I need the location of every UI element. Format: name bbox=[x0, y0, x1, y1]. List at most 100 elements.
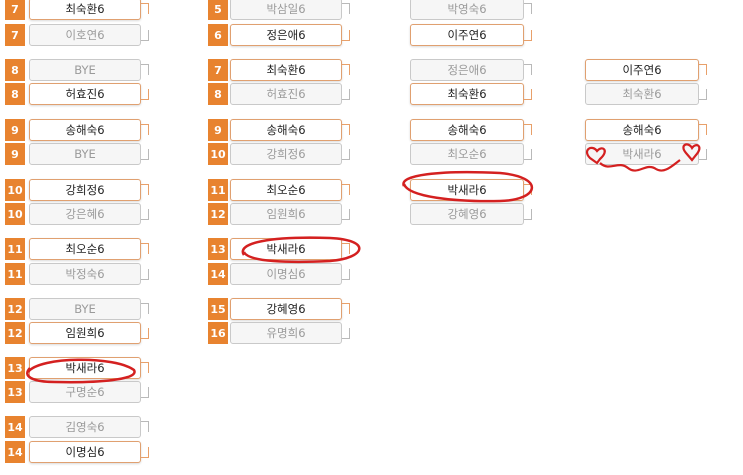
bracket-connector bbox=[699, 89, 707, 100]
bracket-slot[interactable]: 이주연6 bbox=[585, 59, 709, 81]
bracket-connector bbox=[699, 64, 707, 75]
bracket-connector bbox=[141, 124, 149, 135]
bracket-slot[interactable]: 최숙환6 bbox=[585, 83, 709, 105]
player-name[interactable]: 박삼일6 bbox=[230, 0, 342, 20]
seed-number: 11 bbox=[5, 238, 25, 260]
player-name[interactable]: 강은혜6 bbox=[29, 203, 141, 225]
bracket-connector bbox=[524, 149, 532, 160]
player-name[interactable]: 송해숙6 bbox=[29, 119, 141, 141]
player-name[interactable]: 송해숙6 bbox=[585, 119, 699, 141]
bracket-slot[interactable]: 정은애6 bbox=[410, 59, 534, 81]
player-name[interactable]: 강혜영6 bbox=[230, 298, 342, 320]
player-name[interactable]: 유명희6 bbox=[230, 322, 342, 344]
player-name[interactable]: 허효진6 bbox=[29, 83, 141, 105]
player-name[interactable]: 강희정6 bbox=[230, 143, 342, 165]
seed-number: 14 bbox=[208, 263, 228, 285]
bracket-slot[interactable]: 최숙환6 bbox=[410, 83, 534, 105]
bracket-slot[interactable]: 송해숙6 bbox=[585, 119, 709, 141]
player-name[interactable]: 박새라6 bbox=[230, 238, 342, 260]
player-name[interactable]: BYE bbox=[29, 143, 141, 165]
player-name[interactable]: 이명심6 bbox=[29, 441, 141, 463]
player-name[interactable]: 정은애6 bbox=[230, 24, 342, 46]
annotation-circle-r2-park bbox=[241, 236, 361, 264]
player-name[interactable]: BYE bbox=[29, 59, 141, 81]
bracket-connector bbox=[342, 149, 350, 160]
bracket-connector bbox=[141, 30, 149, 41]
bracket-connector bbox=[699, 149, 707, 160]
player-name[interactable]: 최숙환6 bbox=[585, 83, 699, 105]
player-name[interactable]: 최오순6 bbox=[230, 179, 342, 201]
player-name[interactable]: 송해숙6 bbox=[230, 119, 342, 141]
bracket-connector bbox=[342, 328, 350, 339]
player-name[interactable]: 허효진6 bbox=[230, 83, 342, 105]
player-name[interactable]: 이주연6 bbox=[410, 24, 524, 46]
player-name[interactable]: 최오순6 bbox=[410, 143, 524, 165]
seed-number: 12 bbox=[208, 203, 228, 225]
player-name[interactable]: 최숙환6 bbox=[29, 0, 141, 20]
player-name[interactable]: 임원희6 bbox=[230, 203, 342, 225]
bracket-connector bbox=[141, 149, 149, 160]
player-name[interactable]: 임원희6 bbox=[29, 322, 141, 344]
seed-number: 12 bbox=[5, 298, 25, 320]
bracket-connector bbox=[699, 124, 707, 135]
player-name[interactable]: 이호연6 bbox=[29, 24, 141, 46]
bracket-connector bbox=[141, 269, 149, 280]
bracket-connector bbox=[141, 64, 149, 75]
bracket-slot[interactable]: 박영숙6 bbox=[410, 0, 534, 20]
seed-number: 16 bbox=[208, 322, 228, 344]
player-name[interactable]: 이주연6 bbox=[585, 59, 699, 81]
bracket-slot[interactable]: 이주연6 bbox=[410, 24, 534, 46]
player-name[interactable]: BYE bbox=[29, 298, 141, 320]
player-name[interactable]: 박정숙6 bbox=[29, 263, 141, 285]
bracket-slot[interactable]: 송해숙6 bbox=[410, 119, 534, 141]
bracket-slot[interactable]: 박새라6 bbox=[585, 143, 709, 165]
seed-number: 15 bbox=[208, 298, 228, 320]
bracket-connector bbox=[141, 243, 149, 254]
bracket-slot[interactable]: 최오순6 bbox=[410, 143, 534, 165]
player-name[interactable]: 정은애6 bbox=[410, 59, 524, 81]
player-name[interactable]: 최오순6 bbox=[29, 238, 141, 260]
seed-number: 14 bbox=[5, 441, 25, 463]
player-name[interactable]: 송해숙6 bbox=[410, 119, 524, 141]
player-name[interactable]: 최숙환6 bbox=[230, 59, 342, 81]
player-name[interactable]: 이명심6 bbox=[230, 263, 342, 285]
player-name[interactable]: 강희정6 bbox=[29, 179, 141, 201]
player-name[interactable]: 박영숙6 bbox=[410, 0, 524, 20]
player-name[interactable]: 박새라6 bbox=[29, 357, 141, 379]
player-name[interactable]: 강혜영6 bbox=[410, 203, 524, 225]
seed-number: 7 bbox=[5, 0, 25, 20]
bracket-connector bbox=[141, 303, 149, 314]
player-name[interactable]: 박새라6 bbox=[585, 143, 699, 165]
bracket-slot[interactable]: 강혜영6 bbox=[410, 203, 534, 225]
bracket-connector bbox=[342, 30, 350, 41]
player-name[interactable]: 최숙환6 bbox=[410, 83, 524, 105]
player-name[interactable]: 김영숙6 bbox=[29, 416, 141, 438]
